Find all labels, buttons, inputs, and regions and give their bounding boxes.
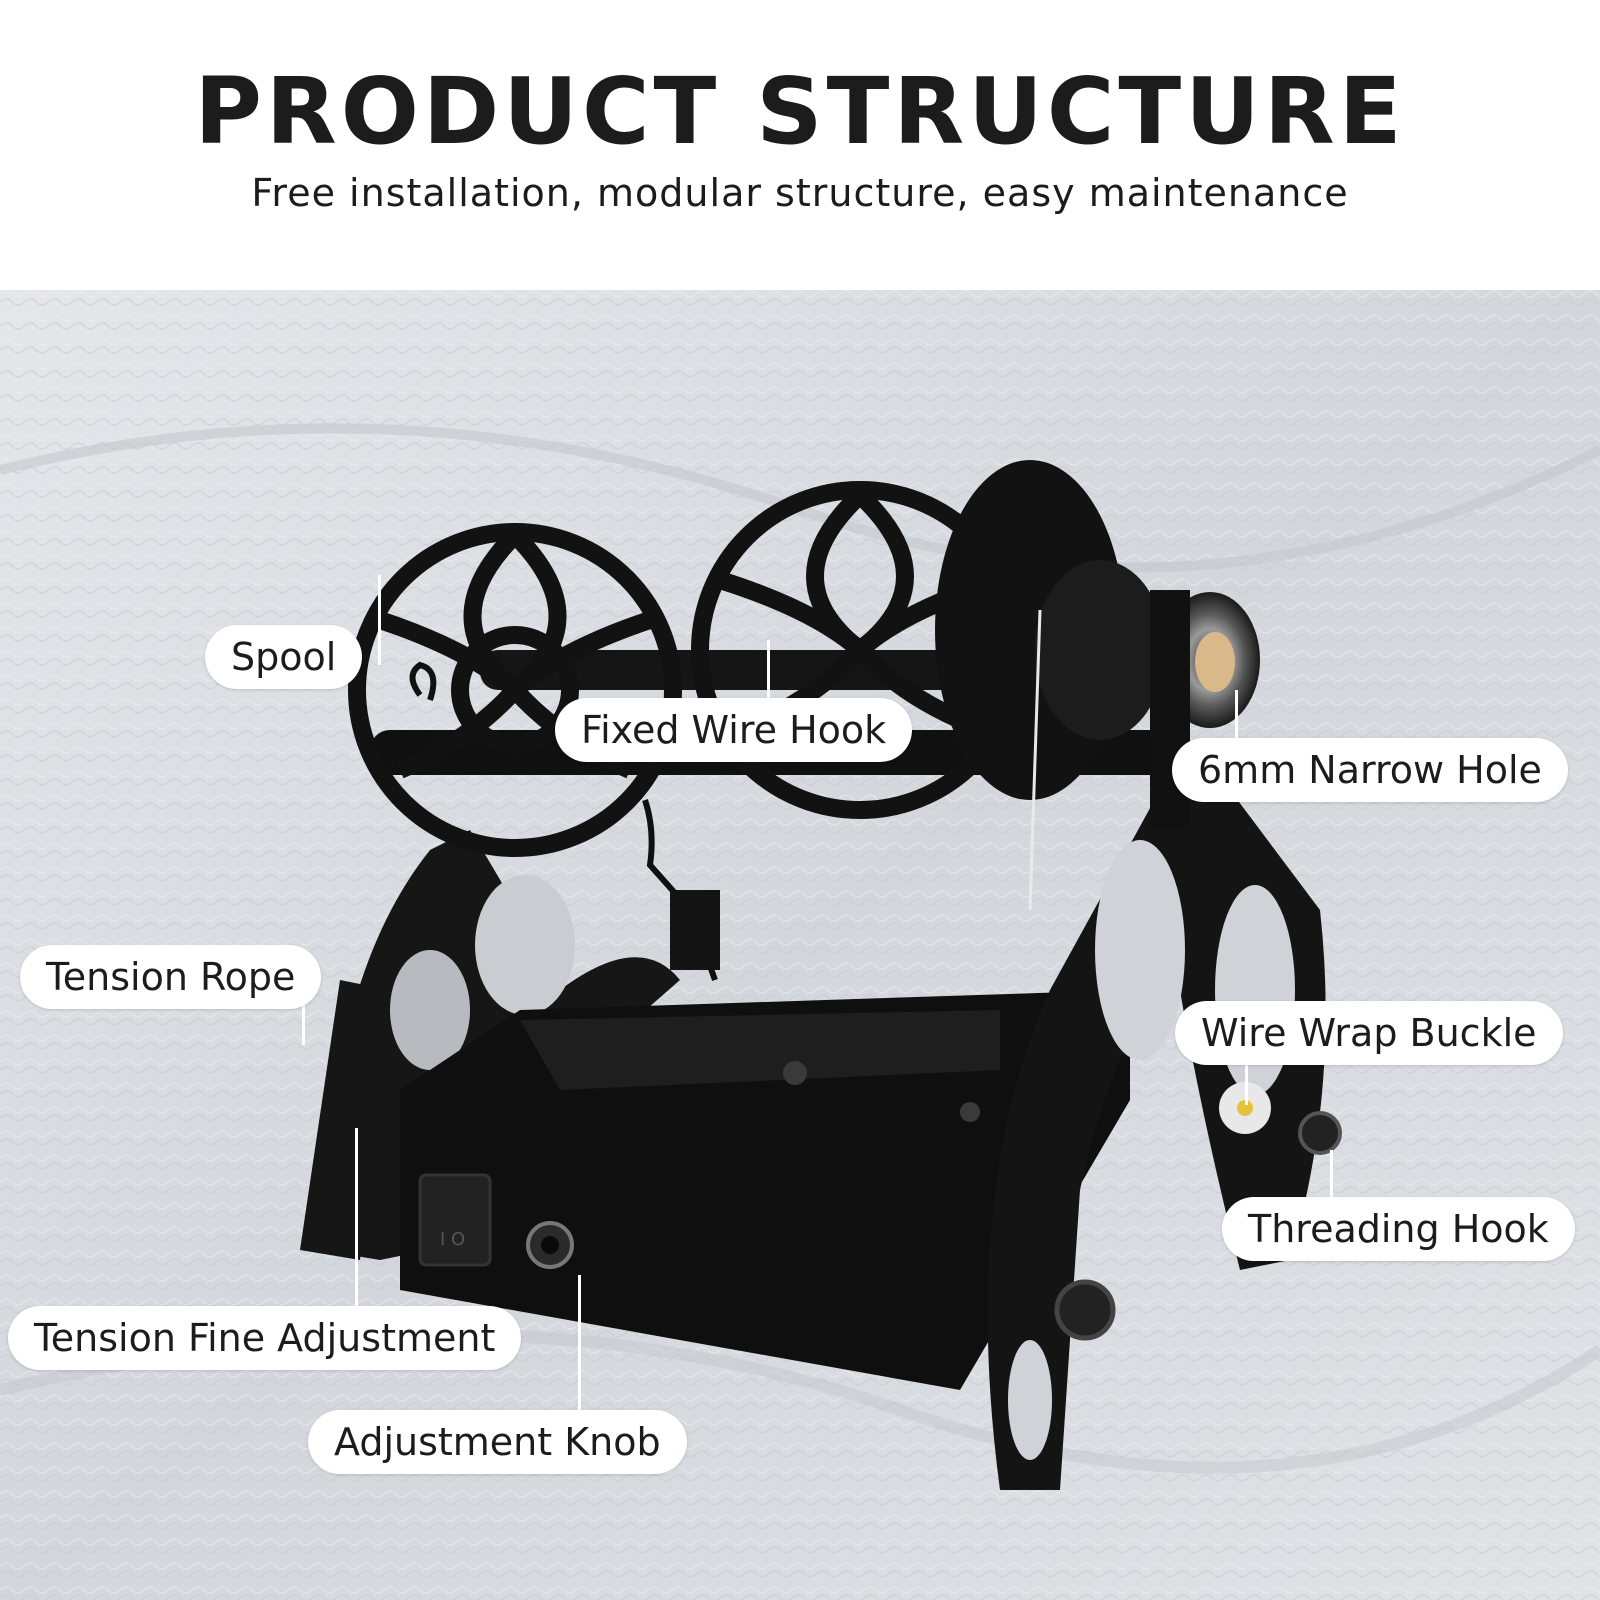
leader-wire-wrap-buckle [1245,1055,1248,1105]
leader-threading-hook [1330,1150,1333,1200]
callout-wire-wrap-buckle: Wire Wrap Buckle [1175,1001,1563,1065]
page-title: PRODUCT STRUCTURE [194,58,1406,165]
callout-tension-fine-adjustment: Tension Fine Adjustment [8,1306,522,1370]
svg-text:I O: I O [440,1229,465,1250]
page-subtitle: Free installation, modular structure, ea… [251,171,1349,215]
leader-spool [378,575,381,665]
callout-spool: Spool [205,625,363,689]
product-photo: I O [0,290,1600,1600]
leader-narrow-hole [1235,690,1238,740]
callout-fixed-wire-hook: Fixed Wire Hook [555,698,913,762]
leader-tension-rope [302,1005,305,1045]
callout-threading-hook: Threading Hook [1222,1197,1575,1261]
callout-nut: Nut [842,1317,910,1361]
leader-tension-fine-adjustment [355,1128,358,1328]
callout-narrow-hole: 6mm Narrow Hole [1172,738,1568,802]
leader-adjustment-knob [578,1275,581,1415]
callout-tension-rope: Tension Rope [20,945,322,1009]
leader-fixed-wire-hook [767,640,770,700]
header: PRODUCT STRUCTURE Free installation, mod… [0,0,1600,290]
winder-machine-illustration: I O [0,290,1600,1600]
callout-adjustment-knob: Adjustment Knob [308,1410,687,1474]
